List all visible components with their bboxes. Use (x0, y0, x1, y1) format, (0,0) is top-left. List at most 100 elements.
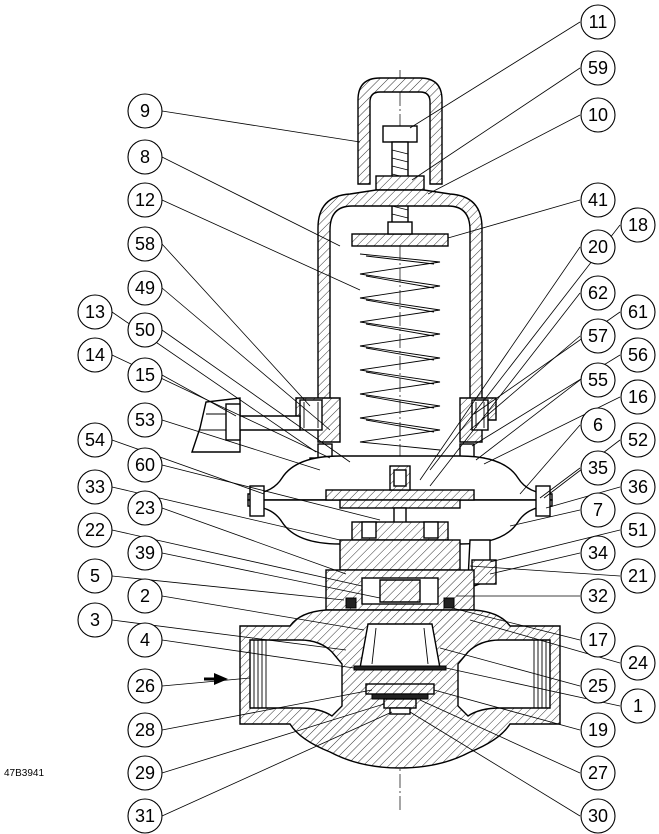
svg-text:4: 4 (140, 630, 150, 650)
callout: 13 (77, 294, 113, 330)
svg-text:24: 24 (628, 653, 648, 673)
callout: 26 (127, 668, 163, 704)
svg-text:11: 11 (589, 12, 608, 32)
callout: 61 (620, 294, 656, 330)
svg-text:28: 28 (135, 720, 155, 740)
callout: 53 (127, 402, 163, 438)
callout: 56 (620, 337, 656, 373)
svg-text:29: 29 (135, 763, 155, 783)
callout: 39 (127, 535, 163, 571)
callout: 27 (580, 755, 616, 791)
callout: 25 (580, 668, 616, 704)
svg-text:54: 54 (85, 430, 105, 450)
callout: 31 (127, 798, 163, 834)
svg-text:17: 17 (588, 630, 608, 650)
callout: 8 (127, 139, 163, 175)
svg-text:9: 9 (140, 101, 150, 121)
callout: 55 (580, 362, 616, 398)
callout: 16 (620, 379, 656, 415)
svg-text:16: 16 (628, 387, 648, 407)
svg-text:26: 26 (135, 676, 155, 696)
svg-text:15: 15 (135, 365, 155, 385)
callout: 35 (580, 450, 616, 486)
svg-text:14: 14 (85, 345, 105, 365)
svg-text:62: 62 (588, 283, 608, 303)
callout: 36 (620, 469, 656, 505)
callout: 9 (127, 93, 163, 129)
callout: 7 (580, 492, 616, 528)
callout: 18 (620, 207, 656, 243)
callout: 57 (580, 318, 616, 354)
callout: 2 (127, 578, 163, 614)
callout: 15 (127, 357, 163, 393)
spring (359, 253, 441, 451)
callout: 21 (620, 558, 656, 594)
svg-text:35: 35 (588, 458, 608, 478)
callout: 29 (127, 755, 163, 791)
callouts-left: 9 8 12 58 49 13 50 14 15 53 54 60 33 23 … (77, 93, 163, 834)
callout: 12 (127, 182, 163, 218)
callout: 10 (580, 97, 616, 133)
callout: 6 (580, 407, 616, 443)
svg-text:6: 6 (593, 415, 603, 435)
svg-text:7: 7 (593, 500, 603, 520)
svg-text:50: 50 (135, 320, 155, 340)
svg-text:5: 5 (90, 566, 100, 586)
svg-text:2: 2 (140, 586, 150, 606)
callout: 41 (580, 182, 616, 218)
callout: 3 (77, 602, 113, 638)
callout: 19 (580, 712, 616, 748)
callout: 51 (620, 512, 656, 548)
callout: 20 (580, 229, 616, 265)
callout: 4 (127, 622, 163, 658)
svg-text:27: 27 (588, 763, 608, 783)
svg-text:59: 59 (588, 58, 608, 78)
callout: 49 (127, 270, 163, 306)
callout: 22 (77, 512, 113, 548)
callout: 34 (580, 535, 616, 571)
svg-text:33: 33 (85, 477, 105, 497)
svg-text:1: 1 (633, 696, 643, 716)
arrow-right-icon (204, 673, 228, 685)
svg-text:58: 58 (135, 234, 155, 254)
callout: 54 (77, 422, 113, 458)
callout: 33 (77, 469, 113, 505)
drawing-number: 47B3941 (4, 768, 45, 779)
svg-text:61: 61 (628, 302, 648, 322)
svg-text:60: 60 (135, 455, 155, 475)
svg-text:25: 25 (588, 676, 608, 696)
svg-text:41: 41 (588, 190, 608, 210)
callout: 62 (580, 275, 616, 311)
svg-text:55: 55 (588, 370, 608, 390)
svg-text:30: 30 (588, 806, 608, 826)
svg-text:22: 22 (85, 520, 105, 540)
svg-text:12: 12 (135, 190, 155, 210)
callout: 14 (77, 337, 113, 373)
svg-text:36: 36 (628, 477, 648, 497)
svg-text:34: 34 (588, 543, 608, 563)
svg-text:51: 51 (628, 520, 648, 540)
svg-text:53: 53 (135, 410, 155, 430)
callout: 52 (620, 422, 656, 458)
callout: 17 (580, 622, 616, 658)
svg-text:32: 32 (588, 586, 608, 606)
svg-text:39: 39 (135, 543, 155, 563)
svg-text:23: 23 (135, 498, 155, 518)
callout: 50 (127, 312, 163, 348)
callout: 5 (77, 558, 113, 594)
callouts-right: 11 59 10 41 18 20 62 61 57 56 55 16 6 52… (580, 4, 656, 834)
svg-text:19: 19 (588, 720, 608, 740)
svg-text:18: 18 (628, 215, 648, 235)
callout: 30 (580, 798, 616, 834)
svg-text:3: 3 (90, 610, 100, 630)
svg-text:57: 57 (588, 326, 608, 346)
valve-cross-section (191, 70, 561, 810)
svg-text:49: 49 (135, 278, 155, 298)
callout: 60 (127, 447, 163, 483)
svg-text:8: 8 (140, 147, 150, 167)
callout: 24 (620, 645, 656, 681)
callout: 59 (580, 50, 616, 86)
svg-text:56: 56 (628, 345, 648, 365)
